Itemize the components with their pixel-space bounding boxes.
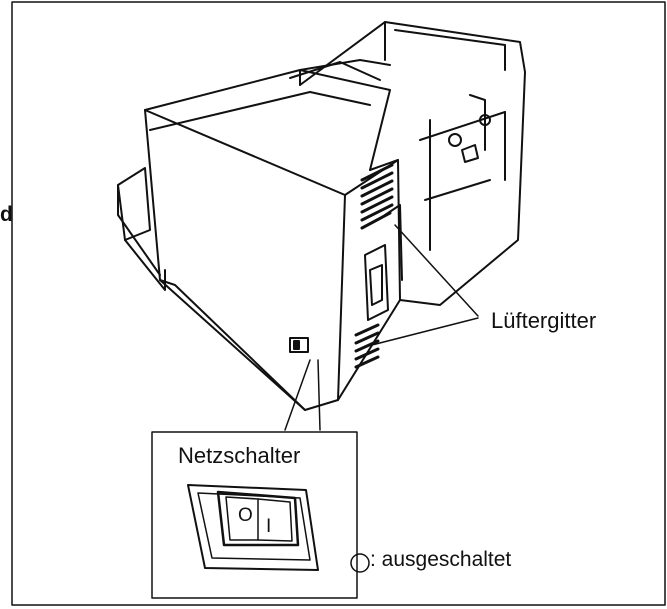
switch-on-mark: I xyxy=(266,516,272,537)
lower-vent-grille xyxy=(354,323,380,369)
cropped-side-text: d xyxy=(0,203,13,226)
figure-border xyxy=(11,1,666,606)
power-switch-on-body xyxy=(289,337,309,353)
switch-off-mark: O xyxy=(238,505,253,526)
off-legend-text: : ausgeschaltet xyxy=(370,548,512,571)
vent-leader-lines xyxy=(371,224,479,346)
off-symbol-icon xyxy=(350,553,370,573)
enlarged-power-switch xyxy=(187,484,319,571)
power-switch-label: Netzschalter xyxy=(178,443,301,468)
side-connector xyxy=(364,204,403,321)
vent-grille-label: Lüftergitter xyxy=(491,308,597,333)
printer-top-section xyxy=(144,61,391,171)
switch-callout xyxy=(151,359,358,599)
paper-tray xyxy=(117,167,166,291)
printer-rear-section xyxy=(299,21,526,306)
